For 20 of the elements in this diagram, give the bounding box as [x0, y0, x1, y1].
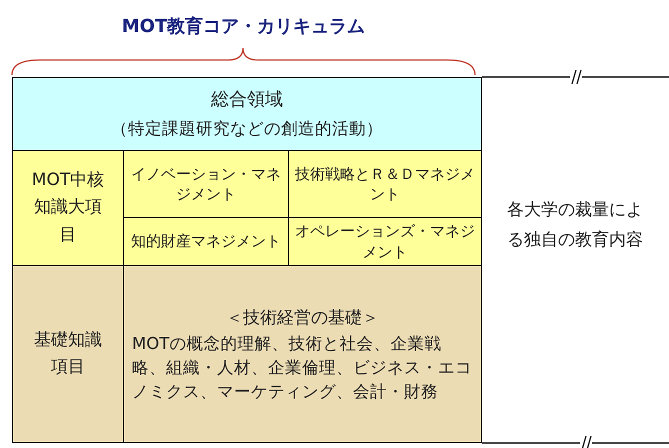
cell-body: MOTの概念的理解、技術と社会、企業戦略、組織・人材、企業倫理、ビジネス・エコノミクス、マーケティング、会計・財務 [131, 332, 473, 403]
table-cell [123, 217, 289, 266]
cell-text: イノベーション・マネジメント [130, 164, 282, 204]
cell-text: MOT中核知識大項目 [30, 169, 106, 247]
table-cell [288, 150, 482, 218]
cell-text: オペレーションズ・マネジメント [294, 221, 476, 262]
cell-heading: 総合領域 [211, 88, 283, 112]
cell-heading: ＜技術経営の基礎＞ [226, 306, 379, 330]
cell-text: 基礎知識項目 [33, 328, 103, 379]
cell-text: 知的財産マネジメント [131, 231, 281, 252]
category-cell [12, 265, 124, 443]
table-cell [123, 150, 289, 218]
cell-text: 技術戦略とＲ＆Ｄマネジメント [294, 164, 476, 204]
table-cell [123, 265, 482, 443]
cell-subheading: （特定課題研究などの創造的活動） [111, 118, 383, 140]
title: MOT教育コア・カリキュラム [120, 15, 366, 38]
table-cell [288, 217, 482, 266]
note-text: 各大学の裁量による独自の教育内容 [506, 199, 644, 252]
category-cell [12, 77, 482, 151]
category-cell [12, 150, 124, 266]
